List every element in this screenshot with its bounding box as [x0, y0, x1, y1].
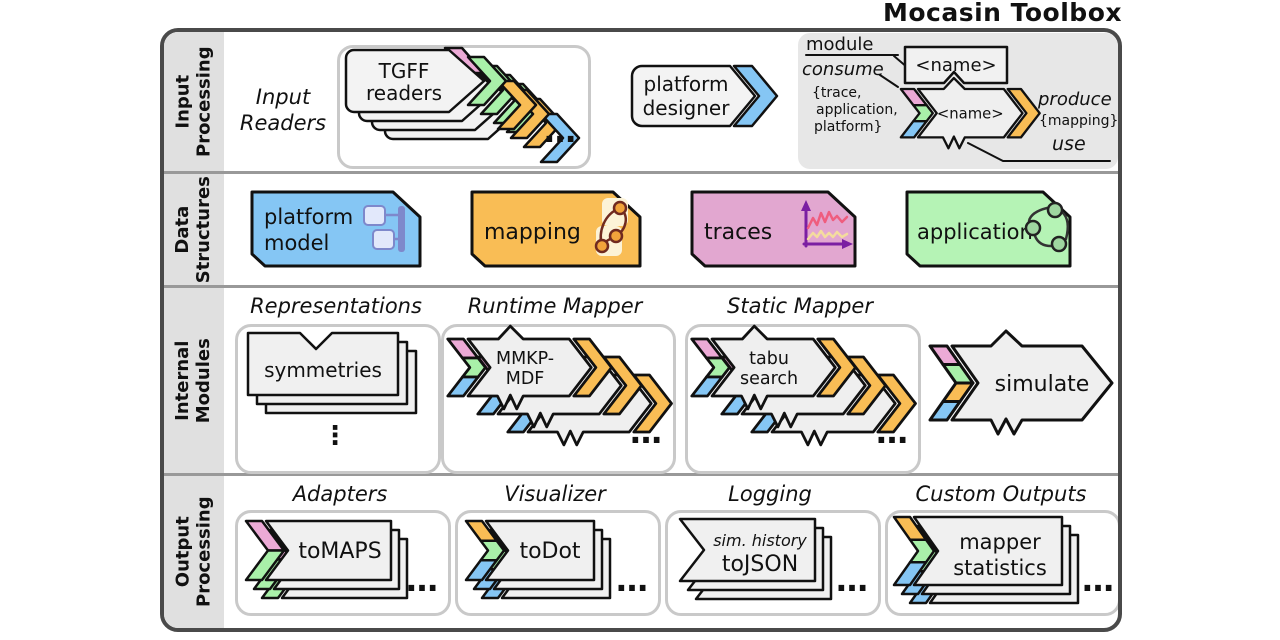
platform-model-card: platform model	[250, 190, 422, 268]
toolbox-frame: Input Processing Data Structures Interna…	[160, 28, 1122, 632]
row-label-internal-modules: Internal Modules	[172, 337, 215, 424]
traces-icon	[801, 200, 853, 249]
consume-platform-chevron-icon	[899, 120, 928, 139]
mapper-statistics-stack: mapper statistics	[892, 515, 1080, 605]
row-separator	[164, 171, 1118, 174]
mapper-statistics-line1: mapper	[959, 530, 1041, 554]
sidebar-input-processing: Input Processing	[164, 32, 224, 171]
legend-instance-name: <name>	[937, 106, 1004, 123]
legend-module-box	[903, 45, 1009, 85]
input-readers-label: Input Readers	[239, 85, 327, 136]
platform-model-icon	[363, 205, 405, 252]
consume-platform-chevron-icon	[928, 400, 962, 422]
legend-module-name: <name>	[915, 55, 996, 76]
vertical-ellipsis-icon: ⋮	[322, 421, 348, 451]
logging-box: sim. history toJSON …	[665, 510, 881, 616]
ellipsis-icon: …	[1082, 561, 1116, 599]
todot-stack: toDot	[464, 519, 612, 600]
ellipsis-icon: …	[836, 561, 870, 599]
mmkp-mdf-line2: MDF	[506, 369, 545, 389]
simulate-text: simulate	[995, 372, 1090, 397]
legend-produce-type: {mapping}	[1039, 113, 1119, 129]
visualizer-box: toDot …	[455, 510, 661, 616]
tgff-readers-text-line2: readers	[366, 81, 442, 105]
sidebar-internal-modules: Internal Modules	[164, 288, 224, 473]
group-title-runtime-mapper: Runtime Mapper	[467, 294, 643, 318]
legend-produce-label: produce	[1038, 89, 1112, 110]
tomaps-stack: toMAPS	[244, 519, 409, 600]
legend-consume-type: application,	[816, 102, 898, 118]
runtime-mapper-stack: MMKP- MDF	[446, 324, 673, 447]
ellipsis-icon: …	[406, 561, 440, 599]
platform-designer-module: platform designer	[630, 64, 779, 128]
ellipsis-icon: …	[616, 561, 650, 599]
ellipsis-icon: …	[630, 413, 664, 451]
tabu-search-line2: search	[740, 369, 798, 389]
row-label-input-processing: Input Processing	[172, 46, 214, 157]
consume-application-chevron-icon	[912, 103, 934, 123]
group-title-static-mapper: Static Mapper	[727, 294, 873, 318]
group-title-logging: Logging	[728, 482, 812, 506]
todot-text: toDot	[519, 539, 580, 564]
produce-mapping-chevron-icon	[1006, 87, 1041, 139]
application-label: application	[917, 220, 1033, 244]
module-body	[916, 76, 1024, 150]
sim-history-text: sim. history	[713, 531, 807, 550]
row-label-data-structures: Data Structures	[172, 175, 214, 284]
application-card: application	[905, 190, 1072, 268]
traces-card: traces	[690, 190, 857, 268]
static-mapper-stack: tabu search	[690, 324, 917, 447]
ellipsis-icon: …	[544, 112, 578, 150]
legend-module-label: module	[806, 34, 874, 55]
mapping-card: mapping	[470, 190, 642, 268]
platform-model-line1: platform	[264, 205, 353, 229]
tgff-readers-stack: TGFF readers	[344, 46, 581, 164]
legend-consume-label: consume	[802, 59, 884, 80]
group-title-visualizer: Visualizer	[504, 482, 606, 506]
tojson-stack: sim. history toJSON	[678, 517, 833, 601]
produce-chevron-icon	[732, 64, 779, 128]
group-title-representations: Representations	[250, 294, 422, 318]
application-icon	[1024, 201, 1070, 253]
traces-label: traces	[704, 220, 772, 245]
custom-outputs-box: mapper statistics …	[885, 510, 1118, 616]
tabu-search-line1: tabu	[749, 349, 789, 369]
representations-box: symmetries ⋮	[235, 324, 441, 474]
legend-module-glyph: <name>	[899, 76, 1041, 150]
legend-use-label: use	[1052, 133, 1086, 155]
sidebar-output-processing: Output Processing	[164, 476, 224, 628]
module-body	[950, 329, 1114, 436]
use-callout-line	[967, 142, 1111, 162]
legend-consume-type: platform}	[814, 119, 883, 135]
mmkp-mdf-line1: MMKP-	[496, 349, 554, 369]
tgff-readers-text-line1: TGFF	[378, 59, 430, 83]
sidebar-data-structures: Data Structures	[164, 174, 224, 285]
symmetries-stack: symmetries	[246, 331, 418, 415]
input-readers-box: TGFF readers …	[337, 45, 591, 169]
group-title-adapters: Adapters	[292, 482, 388, 506]
symmetries-text: symmetries	[264, 358, 382, 382]
platform-designer-line2: designer	[643, 96, 731, 120]
ellipsis-icon: …	[876, 413, 910, 451]
simulate-module: simulate	[928, 329, 1114, 436]
row-separator	[164, 473, 1118, 476]
consume-callout-line	[879, 74, 899, 88]
tojson-text: toJSON	[722, 552, 798, 577]
row-label-output-processing: Output Processing	[172, 496, 214, 608]
legend-panel: <name> <name> module consume {trace, app…	[798, 33, 1118, 169]
tomaps-text: toMAPS	[298, 539, 381, 564]
mapper-statistics-line2: statistics	[953, 556, 1047, 580]
group-title-custom-outputs: Custom Outputs	[915, 482, 1087, 506]
adapters-box: toMAPS …	[235, 510, 451, 616]
legend-consume-type: {trace,	[812, 85, 862, 101]
platform-model-line2: model	[264, 231, 329, 255]
row-separator	[164, 285, 1118, 288]
platform-designer-line1: platform	[644, 72, 729, 96]
static-mapper-box: tabu search …	[685, 324, 921, 474]
mapping-icon	[594, 198, 628, 256]
page-title: Mocasin Toolbox	[882, 0, 1122, 27]
legend-figure: <name> <name>	[805, 45, 1111, 162]
mapping-label: mapping	[484, 220, 581, 245]
runtime-mapper-box: MMKP- MDF …	[441, 324, 676, 474]
